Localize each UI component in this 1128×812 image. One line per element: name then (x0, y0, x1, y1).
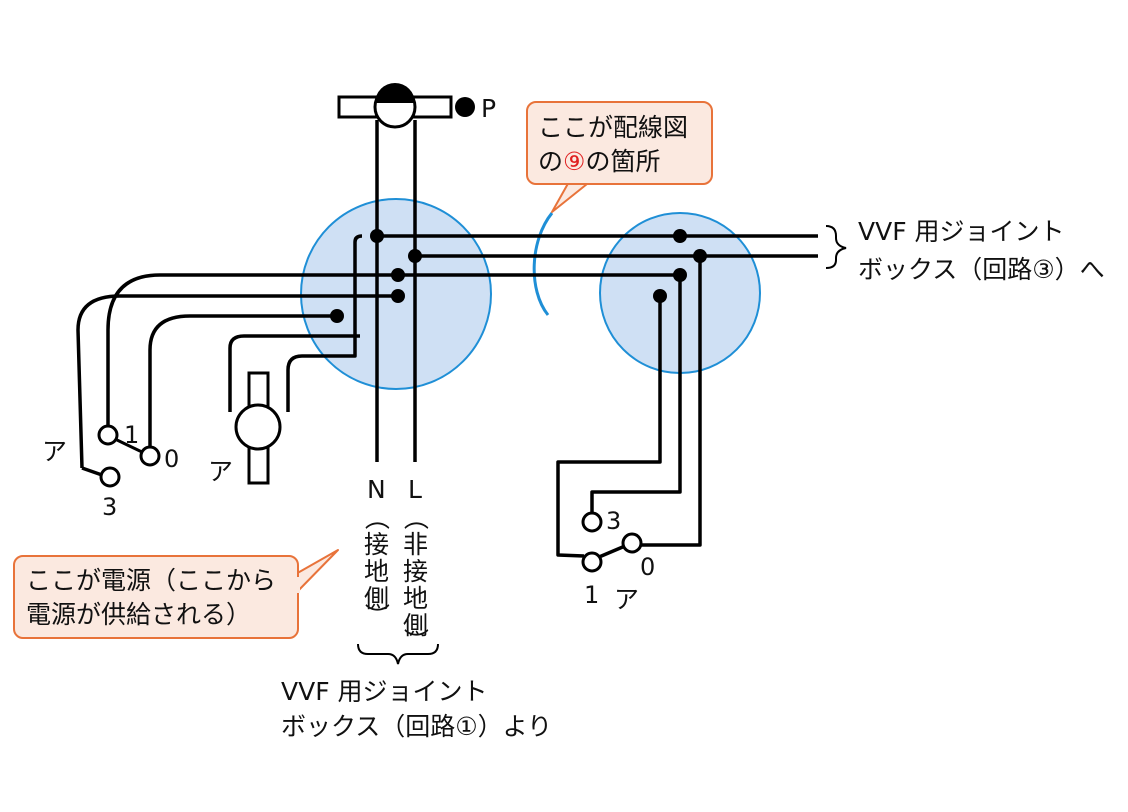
callout-top-line2: の⑨の箇所 (538, 147, 660, 176)
right-switch-name: ア (614, 585, 639, 614)
callout-bottom-box (13, 555, 299, 639)
neutral-char-4: ） (362, 603, 391, 628)
neutral-char-0: （ (362, 505, 391, 530)
left-switch-term-1 (97, 424, 119, 446)
lamp-dome (375, 83, 415, 103)
wires (76, 120, 818, 562)
left-switch-num-0: 0 (164, 445, 179, 473)
right-box-label-line1: VVF 用ジョイント (858, 217, 1065, 246)
wire-right-drop-3 (641, 256, 702, 547)
wire-right-drop-2 (590, 275, 682, 515)
neutral-char-1: 接 (364, 530, 389, 559)
callout-top-box (526, 101, 713, 185)
wire-h3 (106, 273, 680, 426)
right-switch-term-0 (621, 532, 643, 554)
live-letter: L (408, 475, 422, 504)
live-label: L （ 非 接 地 側 ） (401, 475, 430, 653)
callout-bottom-line2: 電源が供給される） (26, 600, 251, 629)
wire-outlet-right (286, 234, 363, 412)
right-switch-term-3 (581, 511, 603, 533)
left-switch-lever (116, 438, 143, 454)
bottom-box-label-line1: VVF 用ジョイント (281, 677, 488, 706)
dot (391, 289, 405, 303)
outlet-label: ア (208, 457, 233, 486)
outlet-circle (234, 403, 282, 451)
live-char-5: ） (401, 628, 430, 653)
right-box-label-line2: ボックス（回路③）へ (858, 255, 1105, 284)
left-switch-term-0 (139, 445, 161, 467)
live-char-2: 接 (403, 557, 428, 586)
wire-outlet-top (228, 334, 360, 412)
left-switch-num-3: 3 (102, 493, 117, 521)
live-char-1: 非 (403, 530, 428, 559)
wire-switch-0 (148, 314, 337, 448)
dot (673, 229, 687, 243)
right-switch-num-3: 3 (606, 507, 621, 535)
lamp-fixture (337, 83, 475, 129)
outlet-symbol (234, 371, 282, 485)
dot (330, 309, 344, 323)
callout-top: ここが配線図 の⑨の箇所 (526, 101, 713, 213)
callout-bottom: ここが電源（ここから 電源が供給される） (13, 549, 339, 639)
right-switch-num-1: 1 (584, 581, 599, 609)
dot (370, 229, 384, 243)
left-switch-name: ア (42, 437, 67, 466)
callout-bottom-line1: ここが電源（ここから (26, 566, 276, 595)
neutral-char-3: 側 (364, 584, 389, 613)
bottom-box-label-line2: ボックス（回路①）より (281, 712, 552, 741)
neutral-char-2: 地 (364, 557, 389, 586)
live-char-0: （ (401, 505, 430, 530)
brace-right (825, 225, 847, 269)
left-switch-num-1: 1 (124, 421, 139, 449)
right-switch-term-1 (581, 551, 603, 573)
neutral-label: N （ 接 地 側 ） (362, 475, 391, 628)
brace-bottom (357, 643, 439, 665)
dot (653, 289, 667, 303)
left-switch-term-3 (99, 466, 121, 488)
callout-top-prefix: の (538, 147, 563, 176)
lamp-label: P (481, 94, 496, 123)
dot (391, 268, 405, 282)
left-switch (97, 424, 161, 488)
wire-right-drop-1 (556, 296, 662, 558)
right-switch-num-0: 0 (640, 553, 655, 581)
dot (408, 249, 422, 263)
dot (693, 249, 707, 263)
cable-ring-marker (532, 212, 554, 316)
callout-top-line1: ここが配線図 (538, 113, 688, 142)
wire-switch-link (81, 466, 103, 477)
live-char-4: 側 (403, 611, 428, 640)
junction-dots (330, 229, 707, 323)
dot (673, 268, 687, 282)
wire-h4 (76, 294, 398, 469)
neutral-letter: N (367, 475, 386, 504)
live-char-3: 地 (403, 584, 428, 613)
callout-top-suffix: の箇所 (585, 147, 660, 176)
right-switch (581, 511, 643, 573)
callout-bottom-pointer (293, 549, 339, 596)
lamp-pilot-dot (455, 97, 475, 117)
callout-top-mark: ⑨ (563, 147, 585, 176)
